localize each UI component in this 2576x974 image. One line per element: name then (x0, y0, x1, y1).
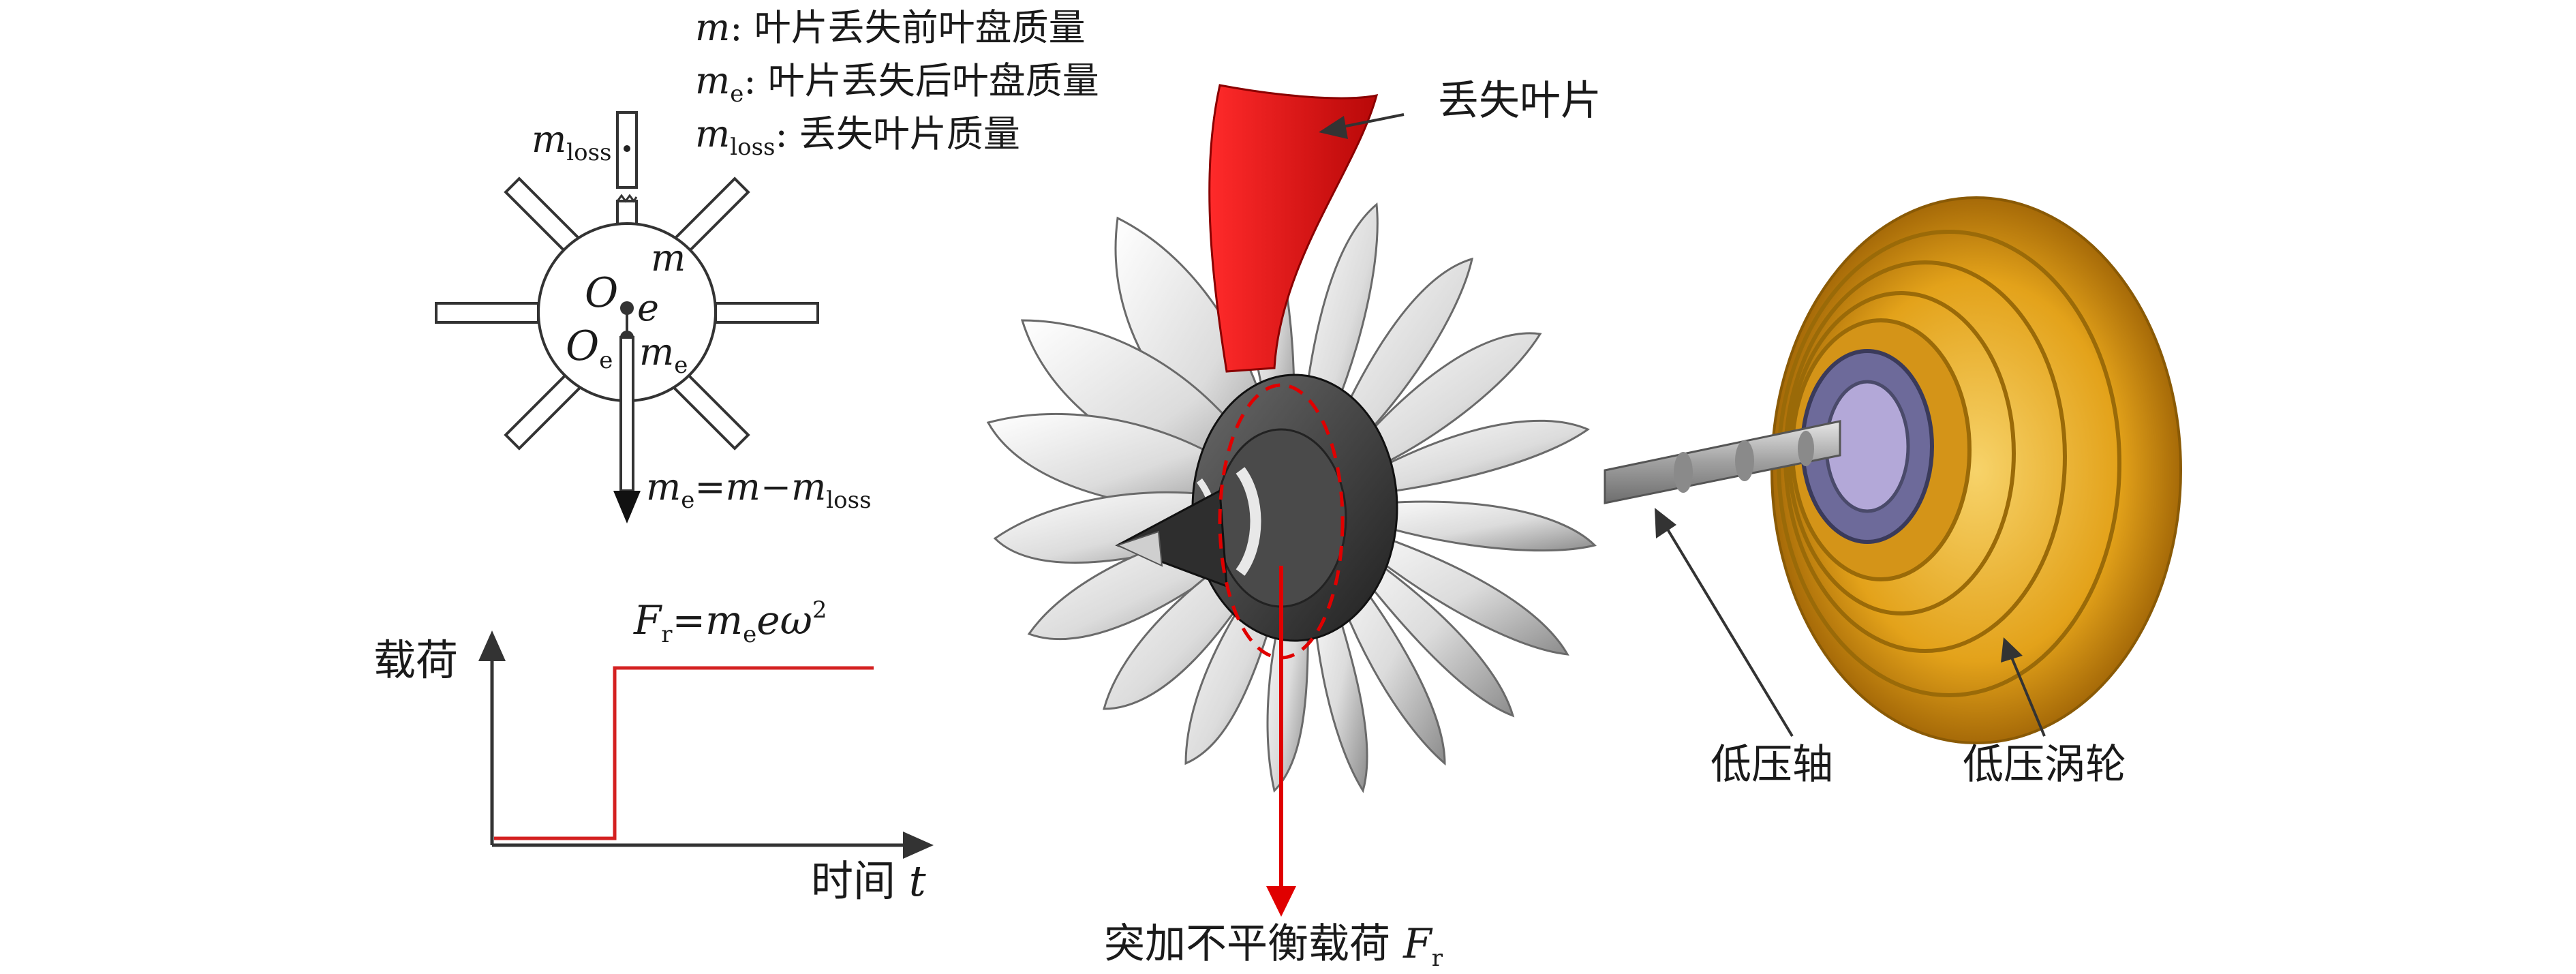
force-label-sub: r (1431, 945, 1443, 972)
chart-formula: Fr=meeω2 (634, 598, 827, 646)
fracture-mark (616, 194, 638, 203)
step-load-line (494, 666, 874, 840)
chart-xlabel: 时间 t (811, 860, 926, 902)
fan-hub (1115, 374, 1398, 642)
y-axis-arrow (478, 630, 506, 661)
disk-label-e: e (637, 286, 659, 329)
eq-b-sub: loss (826, 487, 872, 514)
disk-Oe-symbol: O (566, 322, 600, 370)
disk-label-O: O (585, 269, 619, 317)
formula-e: e (756, 597, 780, 643)
chart-ylabel: 载荷 (373, 635, 459, 685)
disk-label-Oe: Oe (566, 326, 613, 372)
disk-mloss-symbol: m (532, 118, 567, 161)
turbine-label: 低压涡轮 (1963, 741, 2126, 789)
pointer-lost-blade (1319, 113, 1405, 139)
disk-label-m: m (651, 237, 686, 279)
shaft-label: 低压轴 (1711, 741, 1833, 789)
force-label-text: 突加不平衡载荷 (1104, 920, 1390, 968)
lost-blade-label: 丢失叶片 (1438, 77, 1601, 125)
x-axis-arrow (903, 832, 934, 859)
legend-m-text: : 叶片丢失前叶盘质量 (730, 6, 1086, 49)
eq-lhs-sub: e (681, 487, 695, 514)
legend-mloss-symbol: m (695, 112, 731, 155)
disk-label-me: me (639, 331, 688, 379)
chart-xlabel-text: 时间 (811, 856, 896, 906)
disk-me-sub: e (674, 352, 688, 379)
formula-eq: = (672, 597, 706, 643)
eq-minus: − (760, 466, 792, 508)
lp-shaft (1604, 420, 1841, 504)
eq-b: m (791, 466, 827, 508)
disk-Oe-sub: e (599, 347, 613, 374)
eq-lhs: m (646, 466, 681, 508)
chart-xlabel-var: t (908, 856, 926, 906)
disk-me-symbol: m (639, 331, 675, 374)
formula-m: m (705, 597, 743, 643)
force-arrow-head (613, 491, 641, 523)
legend-m: m: 叶片丢失前叶盘质量 (695, 10, 1086, 46)
lost-blade-centroid (624, 145, 630, 152)
lp-turbine (1770, 196, 2182, 744)
pointer-shaft (1655, 508, 1794, 737)
legend-me-symbol: m (695, 59, 731, 102)
mass-equation: me=m−mloss (646, 466, 872, 514)
legend-mloss-text: : 丢失叶片质量 (775, 112, 1020, 155)
formula-m-sub: e (743, 621, 757, 648)
disk-label-mloss: mloss (532, 118, 612, 166)
eq-a: m (725, 466, 761, 508)
disk-mloss-sub: loss (566, 139, 612, 166)
formula-F-sub: r (661, 621, 673, 648)
legend-mloss: mloss: 丢失叶片质量 (695, 116, 1020, 159)
legend-me-sub: e (730, 80, 744, 108)
force-label-symbol: F (1403, 920, 1432, 968)
pointer-turbine (2001, 637, 2046, 737)
lost-blade-red (1208, 84, 1379, 373)
force-label: 突加不平衡载荷 Fr (1104, 924, 1443, 970)
formula-omega: ω (780, 597, 812, 643)
legend-me-text: : 叶片丢失后叶盘质量 (743, 59, 1099, 102)
legend-me: me: 叶片丢失后叶盘质量 (695, 63, 1099, 106)
formula-exp: 2 (812, 596, 827, 624)
legend-m-symbol: m (695, 6, 731, 49)
formula-F: F (634, 597, 662, 643)
legend-mloss-sub: loss (730, 134, 776, 161)
unbalance-force-arrowhead (1266, 886, 1296, 917)
eq-equals: = (694, 466, 726, 508)
